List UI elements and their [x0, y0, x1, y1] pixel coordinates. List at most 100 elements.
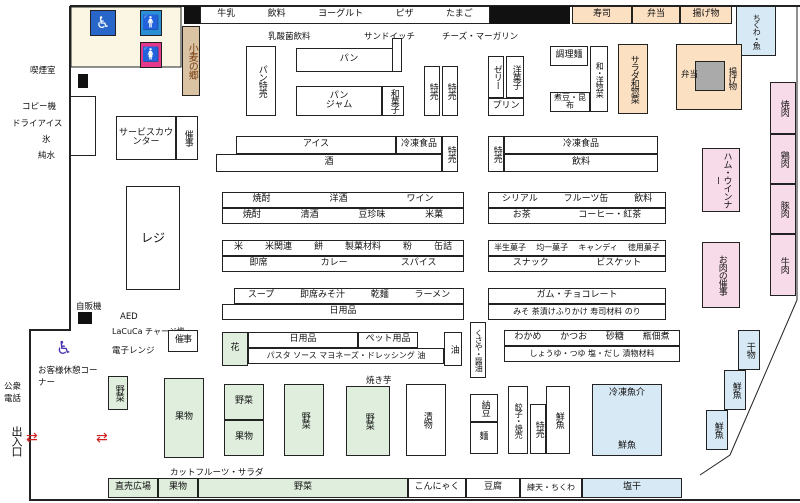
bento-island: 弁当 揚げ物 — [676, 44, 742, 110]
lounge-label: お客様休憩コーナー — [38, 366, 98, 388]
bread-sale: パン特売 — [246, 46, 276, 116]
meat-event: お肉の催事 — [702, 242, 740, 308]
wakame-row: わかめかつお砂糖瓶佃煮 — [504, 330, 680, 346]
mens-restroom-icon: 🚹 — [140, 10, 162, 36]
vegetables-island-2: 野菜 — [284, 384, 324, 456]
torimiku-section: 鶏肉 — [770, 134, 796, 184]
bento-section: 弁当 — [632, 6, 680, 24]
rice-row-2: 即席カレースパイス — [222, 256, 464, 272]
milk-label: 牛乳 — [217, 9, 236, 20]
pudding-shelf: プリン — [488, 98, 524, 116]
vegetables-island-3: 野菜 — [346, 386, 390, 456]
sake-shelf: 酒 — [216, 154, 442, 172]
kusaya-shoyu: くさや・醤油 — [470, 322, 486, 378]
cereal-row-2: お茶コーヒー・紅茶 — [488, 208, 666, 224]
cheese-label: チーズ・マーガリン — [442, 32, 519, 42]
bottom-vegetables: 野菜 — [198, 478, 408, 498]
shoyu-row: しょうゆ・つゆ 塩・だし 漬物材料 — [504, 346, 680, 362]
top-black-block-2 — [490, 6, 570, 24]
ice-shelf: アイス — [236, 136, 396, 154]
alcohol-row-1: 焼酎洋酒ワイン — [222, 192, 464, 208]
oil-shelf: 油 — [444, 332, 462, 366]
vending-label: 自販機 — [76, 302, 102, 312]
sushi-section: 寿司 — [572, 6, 632, 24]
smoking-room — [78, 74, 88, 88]
ice-label: 氷 — [42, 135, 51, 145]
eggs-label: たまご — [446, 9, 473, 20]
public-phone-label: 公衆電話 — [4, 382, 22, 404]
sandwich-label: サンドイッチ — [364, 32, 416, 42]
pure-water-label: 純水 — [38, 151, 56, 161]
drinks-label: 飲料 — [267, 9, 286, 20]
frozen-food-shelf: 冷凍食品 — [396, 136, 442, 154]
top-black-block — [184, 6, 200, 24]
daily-goods-row: 日用品 — [222, 304, 464, 320]
vegetables-wall: 野菜 — [108, 376, 128, 410]
wheelchair-restroom: ♿ — [90, 10, 116, 36]
sengyo-wall-2: 鮮魚 — [706, 410, 728, 450]
bento-island-center — [695, 61, 725, 91]
yakiniku-section: 焼肉 — [770, 82, 796, 134]
yakiimo-label: 焼き芋 — [366, 376, 392, 386]
snacks-row-1: 半生菓子均一菓子キャンディ徳用菓子 — [488, 240, 666, 256]
fruits-island: 果物 — [164, 378, 204, 458]
agemono-section: 揚げ物 — [680, 6, 732, 24]
event-space-bottom: 催事 — [168, 330, 198, 352]
tsukemono-island: 漬物 — [406, 384, 446, 456]
special-sale-2: 特売 — [442, 66, 458, 116]
soup-row-1: スープ即席みそ汁乾麺ラーメン — [234, 288, 464, 304]
cereal-row-1: シリアルフルーツ缶飲料 — [488, 192, 666, 208]
cut-fruit-label: カットフルーツ・サラダ — [170, 468, 264, 478]
frozen-seafood-label: 冷凍魚介 — [608, 388, 645, 398]
ham-wiener: ハム・ウインナー — [702, 148, 740, 212]
microwave-label: 電子レンジ — [112, 346, 155, 356]
yougashi-shelf: 洋菓子 — [506, 56, 524, 98]
flower-stand: 花 — [222, 332, 248, 366]
gyuniku-section: 牛肉 — [770, 234, 796, 296]
salad-wasouzai: サラダ和惣菜 — [618, 44, 648, 114]
womens-restroom-icon: 🚺 — [140, 42, 162, 68]
gyoza-shelf: 餃子・焼売 — [508, 386, 528, 454]
alcohol-row-2: 焼酎清酒豆珍味米菓 — [222, 208, 464, 224]
copy-machine-label: コピー機 — [22, 102, 57, 112]
hikimono-wall-1: 干物 — [738, 330, 760, 370]
ice-special: 特売 — [442, 136, 458, 172]
nimame-konbu: 煮豆・昆布 — [550, 92, 590, 112]
bakery-kofunosato: 小麦の郷 — [182, 26, 200, 96]
chouri-men: 調理麺 — [550, 46, 588, 66]
wayou-souzai: 和・洋惣菜 — [590, 46, 608, 112]
bread-label: パン — [329, 90, 349, 101]
bread-jam-shelf: パン ジャム — [296, 86, 382, 116]
event-space-top: 催事 — [176, 116, 198, 160]
yogurt-label: ヨーグルト — [318, 9, 364, 20]
entrance-label: 出入口 — [10, 426, 23, 456]
wagashi-shelf: 和菓子 — [382, 86, 404, 116]
lacuca-label: LaCuCa チャージ機 — [112, 327, 185, 336]
top-shelf-row: 牛乳 飲料 ヨーグルト ピザ たまご — [200, 6, 490, 24]
nerimono: 練天・ちくわ — [520, 478, 582, 498]
entrance-arrows-left: ⇄ — [26, 430, 38, 446]
gum-chocolate-row: ガム・チョコレート — [488, 288, 666, 304]
butaniku-section: 豚肉 — [770, 184, 796, 234]
jelly-shelf: ゼリー — [488, 56, 504, 98]
vending-machine — [78, 312, 92, 324]
men-shelf: 麺 — [470, 422, 498, 454]
pasta-sauce: パスタ ソース マヨネーズ・ドレッシング 油 — [248, 348, 444, 364]
frozen-right-shelf: 冷凍食品 — [504, 136, 658, 154]
konnyaku: こんにゃく — [408, 478, 466, 498]
frozen-seafood-island: 冷凍魚介 鮮魚 — [592, 384, 662, 456]
lounge-chair-icon: ♿ — [56, 338, 73, 359]
drinks-right-shelf: 飲料 — [504, 154, 658, 172]
special-sale-1: 特売 — [424, 66, 440, 116]
service-counter[interactable]: サービスカウンター — [116, 116, 176, 160]
miso-row: みそ 茶漬けふりかけ 寿司材料 のり — [488, 304, 666, 320]
agemono-label: 揚げ物 — [726, 67, 737, 90]
bread-upper-shelf — [392, 38, 402, 72]
bread-shelf: パン — [296, 48, 402, 72]
dry-ice-label: ドライアイス — [12, 119, 63, 129]
fresh-fish-shelf: 鮮魚 — [546, 386, 570, 454]
left-wall-counters — [70, 96, 96, 156]
daily-goods-lower: 日用品 — [248, 332, 358, 348]
